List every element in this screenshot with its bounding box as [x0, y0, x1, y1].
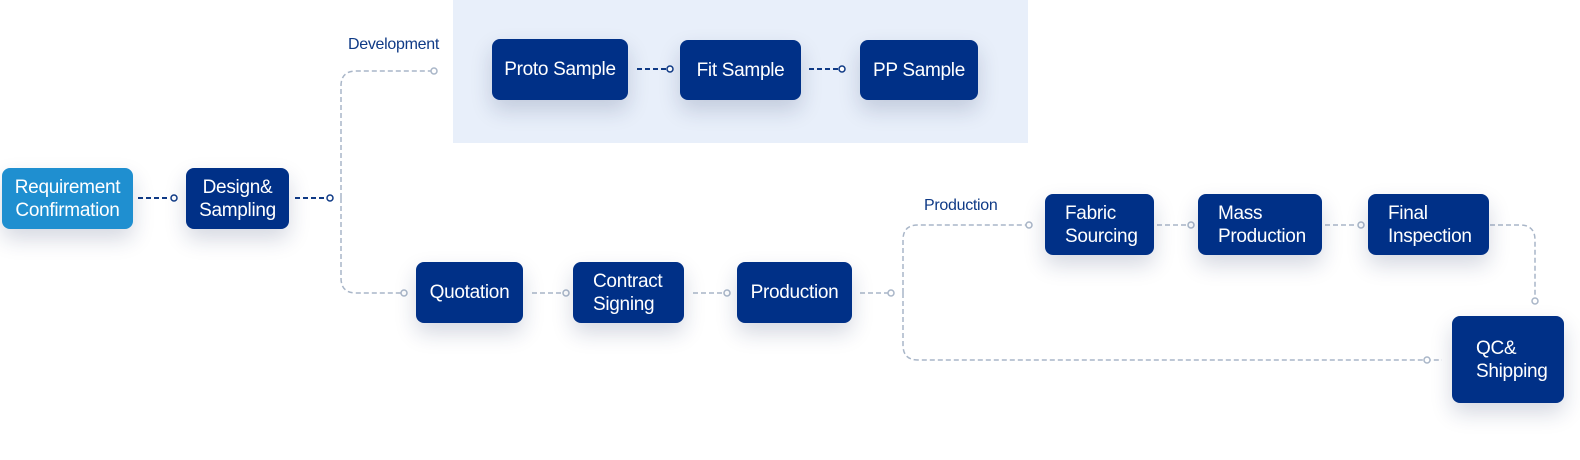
connector-dot: [1025, 221, 1033, 229]
light-connectors: [340, 70, 1536, 361]
connector-dot: [1357, 221, 1365, 229]
connector-dot: [666, 65, 674, 73]
connector-branch-qc: [902, 293, 1442, 361]
connector-dot: [838, 65, 846, 73]
node-qc-shipping: QC& Shipping: [1452, 316, 1564, 403]
node-proto-sample: Proto Sample: [492, 39, 628, 100]
dark-connector-dots: [170, 65, 846, 202]
node-production: Production: [737, 262, 852, 323]
light-connector-dots: [400, 67, 1539, 364]
node-pp-sample: PP Sample: [860, 40, 978, 100]
connector-dot: [430, 67, 438, 75]
connector-branch-quotation: [340, 198, 401, 294]
development-label: Development: [348, 36, 439, 53]
connector-dot: [723, 289, 731, 297]
connector-inspection-qc: [1490, 224, 1536, 298]
connector-dot: [400, 289, 408, 297]
node-fabric-sourcing: Fabric Sourcing: [1045, 194, 1154, 255]
node-design-sampling: Design& Sampling: [186, 168, 289, 229]
connector-dot: [1187, 221, 1195, 229]
node-final-inspection: Final Inspection: [1368, 194, 1489, 255]
connector-dot: [562, 289, 570, 297]
connector-dot: [170, 194, 178, 202]
connector-dot: [1531, 297, 1539, 305]
production-section-label: Production: [924, 197, 998, 214]
node-quotation: Quotation: [416, 262, 523, 323]
node-mass-production: Mass Production: [1198, 194, 1322, 255]
node-requirement-confirmation: Requirement Confirmation: [2, 168, 133, 229]
dark-connectors: [138, 68, 838, 199]
node-fit-sample: Fit Sample: [680, 40, 801, 100]
connector-dot: [326, 194, 334, 202]
connector-branch-fabric: [902, 224, 1026, 293]
connector-branch-development: [340, 70, 431, 198]
connector-dot: [1423, 356, 1431, 364]
connector-dot: [887, 289, 895, 297]
node-contract-signing: Contract Signing: [573, 262, 684, 323]
